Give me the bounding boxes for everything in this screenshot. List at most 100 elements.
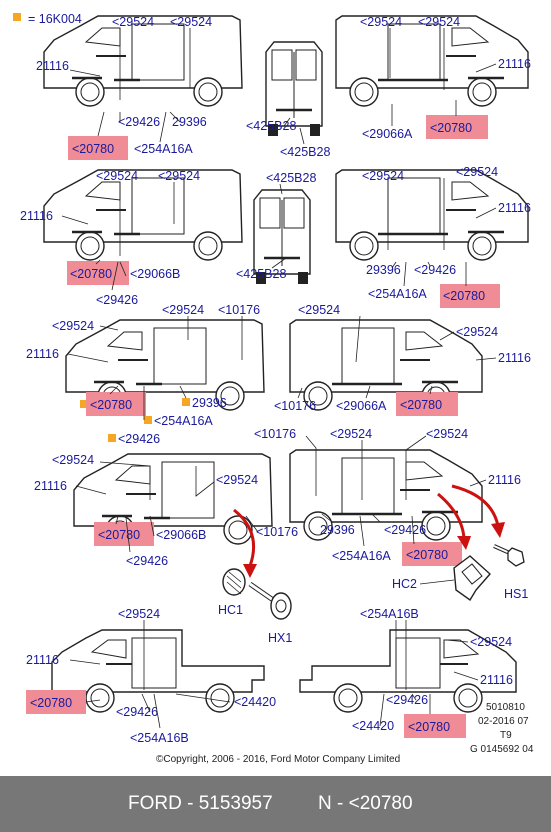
- part-label: 21116: [488, 473, 521, 487]
- part-label: <29066B: [156, 528, 206, 542]
- part-label: <29524: [418, 15, 460, 29]
- part-label: <29524: [470, 635, 512, 649]
- part-label: 21116: [20, 209, 53, 223]
- van-lwb-left: [42, 14, 244, 108]
- highlight-label: <20780: [72, 142, 114, 156]
- part-label: <29426: [386, 693, 428, 707]
- highlight-box: [440, 284, 500, 308]
- part-label: <29426: [96, 293, 138, 307]
- highlight-label: <20780: [430, 121, 472, 135]
- part-label: <10176: [274, 399, 316, 413]
- part-label: <29066A: [362, 127, 413, 141]
- part-label: <29524: [298, 303, 340, 317]
- leader-lines: [69, 28, 497, 145]
- part-label: <29524: [52, 453, 94, 467]
- part-label: 29396: [320, 523, 355, 537]
- clip-hc2-icon: [453, 555, 491, 602]
- callout-arrow: [233, 508, 256, 567]
- footer-bar: FORD - 5153957 N - <20780: [0, 776, 551, 832]
- highlight-label: <20780: [98, 528, 140, 542]
- part-label: 29396: [192, 396, 227, 410]
- highlight-label: <20780: [70, 267, 112, 281]
- highlight-label: <20780: [90, 398, 132, 412]
- highlight-box: [404, 714, 466, 738]
- info-text: 02-2016 07: [478, 716, 529, 727]
- highlight-box: [396, 392, 458, 416]
- callout-arrowhead: [457, 536, 471, 550]
- part-label: HC1: [218, 603, 243, 617]
- van-mwb-right: [334, 168, 530, 262]
- callout-arrowhead: [491, 522, 505, 538]
- part-label: <29524: [456, 165, 498, 179]
- part-label: 21116: [498, 351, 531, 365]
- reference-number: N - <20780: [318, 793, 413, 814]
- part-label: <29524: [170, 15, 212, 29]
- part-label: <10176: [256, 525, 298, 539]
- part-label: <24420: [234, 695, 276, 709]
- part-label: 21116: [498, 201, 531, 215]
- legend-text: = 16K004: [28, 12, 82, 26]
- part-label: HS1: [504, 587, 528, 601]
- part-label: <24420: [352, 719, 394, 733]
- part-label: <29524: [330, 427, 372, 441]
- info-text: T9: [500, 730, 512, 741]
- part-label: <425B28: [280, 145, 330, 159]
- highlight-label: <20780: [408, 720, 450, 734]
- legend-marker: [144, 416, 152, 424]
- part-label: <10176: [218, 303, 260, 317]
- highlight-label: <20780: [30, 696, 72, 710]
- leader-lines: [75, 435, 487, 553]
- part-label: 21116: [26, 347, 59, 361]
- part-label: <29426: [116, 705, 158, 719]
- highlight-label: <20780: [406, 548, 448, 562]
- part-label: <254A16A: [368, 287, 427, 301]
- part-label: <29524: [456, 325, 498, 339]
- part-label: 21116: [36, 59, 69, 73]
- part-label: <254A16A: [134, 142, 193, 156]
- highlight-label: <20780: [400, 398, 442, 412]
- part-label: <29524: [158, 169, 200, 183]
- callout-arrow: [451, 484, 500, 527]
- part-label: <29426: [126, 554, 168, 568]
- highlight-box: [426, 115, 488, 139]
- clip-hc1-icon: [222, 568, 246, 596]
- callout-arrow: [437, 492, 466, 539]
- part-label: <29426: [118, 432, 160, 446]
- part-label: <29524: [96, 169, 138, 183]
- legend-marker: [13, 13, 21, 21]
- part-label: <29524: [216, 473, 258, 487]
- part-label: <254A16A: [154, 414, 213, 428]
- highlight-box: [402, 542, 462, 566]
- highlight-box: [67, 261, 129, 285]
- legend-marker: [108, 434, 116, 442]
- part-label: 21116: [480, 673, 513, 687]
- part-label: <425B28: [266, 171, 316, 185]
- legend-marker: [80, 400, 88, 408]
- part-label: <254A16B: [130, 731, 189, 745]
- part-label: <10176: [254, 427, 296, 441]
- highlight-box: [86, 392, 146, 416]
- part-label: <29426: [118, 115, 160, 129]
- info-text: 5010810: [486, 702, 525, 713]
- leader-lines: [67, 315, 497, 420]
- screw-hs1-icon: [493, 544, 525, 567]
- part-label: <254A16A: [332, 549, 391, 563]
- part-label: <29426: [384, 523, 426, 537]
- part-label: <254A16B: [360, 607, 419, 621]
- part-label: <29524: [362, 169, 404, 183]
- part-label: <425B28: [246, 119, 296, 133]
- part-label: <29066B: [130, 267, 180, 281]
- part-label: 21116: [34, 479, 67, 493]
- part-label: <29426: [414, 263, 456, 277]
- part-label: 29396: [172, 115, 207, 129]
- van-mwb-left: [42, 168, 244, 262]
- part-label: <29524: [118, 607, 160, 621]
- part-label: 21116: [26, 653, 59, 667]
- info-text: G 0145692 04: [470, 744, 534, 755]
- part-label: <425B28: [236, 267, 286, 281]
- parts-diagram: = 16K004 <29524 <29524 21116 <29426 2939…: [13, 12, 534, 765]
- screw-hx1-icon: [248, 581, 292, 620]
- part-label: <29524: [52, 319, 94, 333]
- highlight-box: [26, 690, 86, 714]
- part-label: <29524: [112, 15, 154, 29]
